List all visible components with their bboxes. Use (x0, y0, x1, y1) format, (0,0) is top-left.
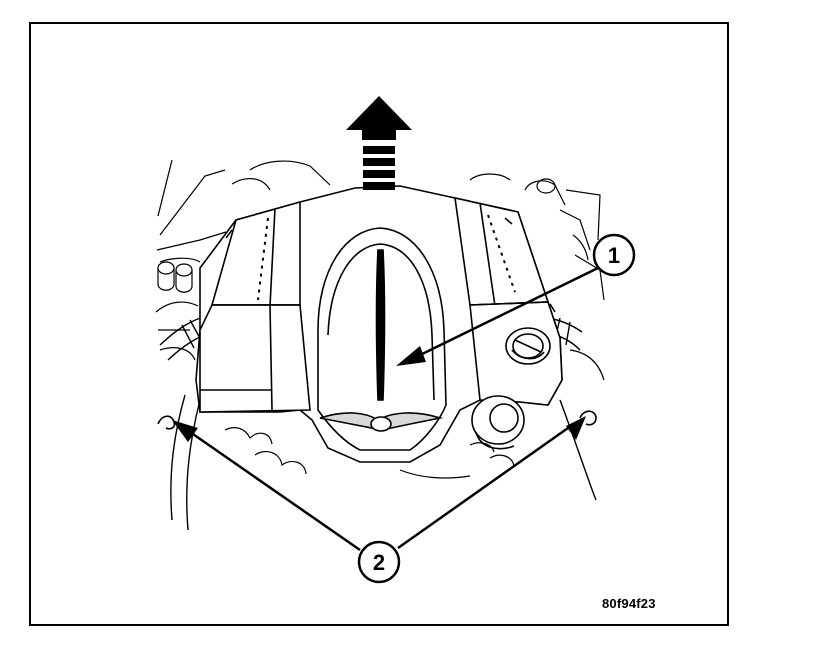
oil-cap (505, 327, 551, 365)
logo-emblem (316, 412, 444, 432)
callout-2: 2 (357, 540, 401, 584)
engine-cover (195, 185, 563, 463)
hose-clamp-left (157, 415, 176, 430)
callout-1-label: 1 (608, 243, 620, 268)
throttle-body (471, 395, 525, 450)
figure-code: 80f94f23 (602, 596, 656, 611)
hose-clamp-right (579, 410, 597, 426)
leader-arrow-icon (396, 266, 599, 366)
leader-arrows-2 (172, 416, 586, 552)
callout-1: 1 (592, 233, 636, 277)
arrow-up-icon (346, 96, 412, 190)
engine-bay-background (155, 159, 605, 479)
callout-2-label: 2 (373, 550, 385, 575)
